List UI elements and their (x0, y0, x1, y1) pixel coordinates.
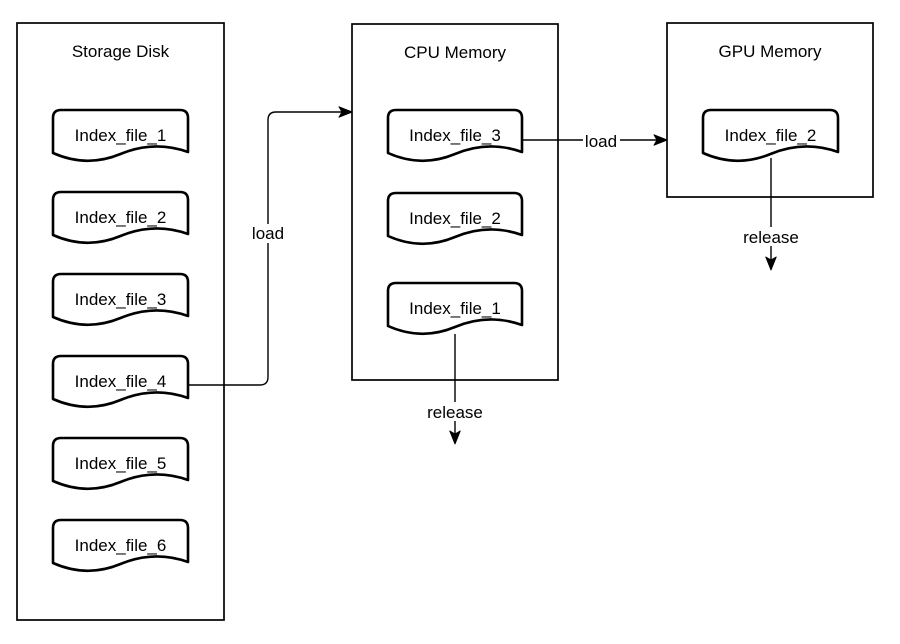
document-label: Index_file_4 (75, 372, 167, 391)
document-shape (51, 108, 190, 163)
document-node: Index_file_5 (51, 436, 190, 491)
edge-gpu-release-arrowhead (765, 256, 777, 271)
edge-label-background (743, 227, 799, 246)
document-label: Index_file_3 (75, 290, 167, 309)
document-shape (51, 518, 190, 573)
document-label: Index_file_6 (75, 536, 167, 555)
document-label: Index_file_1 (409, 299, 501, 318)
document-shape (51, 436, 190, 491)
gpu-memory-container: GPU Memory Index_file_2 (666, 22, 874, 198)
document-node: Index_file_2 (701, 108, 840, 163)
edge-cpu-to-gpu: load (522, 131, 668, 151)
document-node: Index_file_1 (386, 281, 524, 336)
document-node: Index_file_2 (51, 190, 190, 245)
storage-disk-container: Storage Disk Index_file_1 Index_file_2 I… (16, 22, 225, 621)
edge-storage-to-cpu-line (188, 111, 342, 386)
edge-cpu-release-arrowhead (449, 430, 461, 445)
document-shape (51, 190, 190, 245)
document-node: Index_file_4 (51, 354, 190, 409)
cpu-memory-title: CPU Memory (404, 43, 507, 62)
document-node: Index_file_1 (51, 108, 190, 163)
document-node: Index_file_3 (386, 108, 524, 163)
edge-gpu-release: release (743, 158, 799, 271)
edge-cpu-to-gpu-label: load (585, 132, 617, 151)
document-shape (701, 108, 840, 163)
document-label: Index_file_5 (75, 454, 167, 473)
document-shape (51, 354, 190, 409)
edge-cpu-to-gpu-arrowhead (653, 134, 668, 146)
edge-label-background (427, 402, 483, 421)
document-label: Index_file_2 (75, 208, 167, 227)
storage-disk-title: Storage Disk (72, 42, 170, 61)
document-shape (386, 281, 524, 336)
document-label: Index_file_2 (725, 126, 817, 145)
gpu-memory-title: GPU Memory (719, 42, 822, 61)
document-node: Index_file_3 (51, 272, 190, 327)
document-shape (386, 191, 524, 246)
document-label: Index_file_1 (75, 126, 167, 145)
document-node: Index_file_6 (51, 518, 190, 573)
document-shape (51, 272, 190, 327)
edge-gpu-release-label: release (743, 228, 799, 247)
edge-label-background (249, 224, 287, 243)
document-node: Index_file_2 (386, 191, 524, 246)
edge-cpu-release-label: release (427, 403, 483, 422)
document-label: Index_file_3 (409, 126, 501, 145)
cpu-memory-container: CPU Memory Index_file_3 Index_file_2 Ind… (351, 23, 559, 381)
edge-storage-to-cpu: load (188, 106, 353, 386)
document-label: Index_file_2 (409, 209, 501, 228)
document-shape (386, 108, 524, 163)
edge-storage-to-cpu-label: load (252, 224, 284, 243)
edge-label-background (583, 131, 620, 150)
edge-storage-to-cpu-arrowhead (338, 106, 353, 118)
edge-cpu-release: release (427, 334, 483, 445)
